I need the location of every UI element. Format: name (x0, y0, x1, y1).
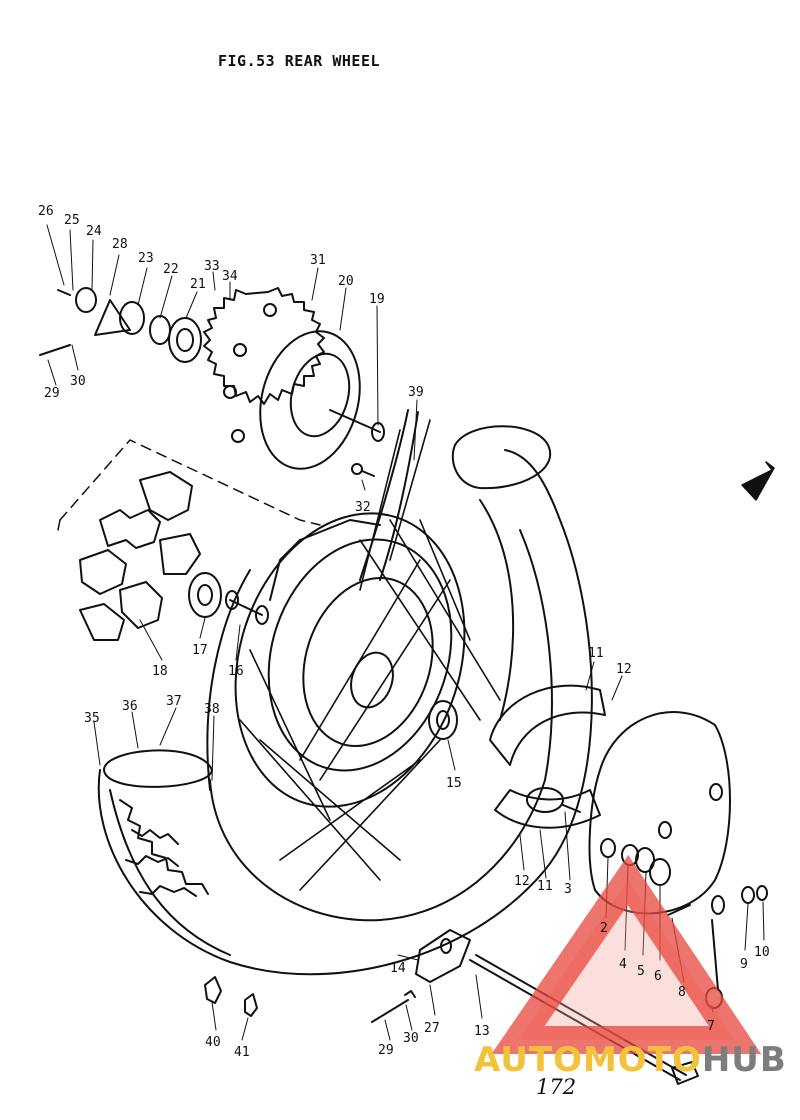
callout-30a: 30 (70, 374, 86, 389)
callout-23: 23 (138, 251, 154, 266)
callout-16: 16 (228, 664, 244, 679)
watermark-wordmark-primary: AUTOMOTO (474, 1040, 702, 1080)
figure-title: FIG.53 REAR WHEEL (218, 52, 381, 70)
callout-28: 28 (112, 237, 128, 252)
callout-40: 40 (205, 1035, 221, 1050)
callout-5: 5 (637, 964, 645, 979)
rear-sprocket (203, 287, 325, 443)
callout-29b: 29 (378, 1043, 394, 1058)
chain-adjuster (371, 929, 471, 1023)
callout-18: 18 (152, 664, 168, 679)
callout-13: 13 (474, 1024, 490, 1039)
watermark-wordmark-secondary: HUB (701, 1040, 787, 1080)
callout-29a: 29 (44, 386, 60, 401)
inner-tube (206, 499, 515, 791)
callout-34: 34 (222, 269, 238, 284)
rear-axle (469, 954, 699, 1085)
callout-10: 10 (754, 945, 770, 960)
callout-9: 9 (740, 957, 748, 972)
callout-11b: 11 (537, 879, 553, 894)
callout-24: 24 (86, 224, 102, 239)
callout-20: 20 (338, 274, 354, 289)
callout-17: 17 (192, 643, 208, 658)
callout-19: 19 (369, 292, 385, 307)
wheel-spokes (239, 419, 501, 891)
callout-14: 14 (390, 961, 406, 976)
direction-arrow-icon (741, 461, 775, 501)
callout-11a: 11 (588, 646, 604, 661)
callout-15: 15 (446, 776, 462, 791)
damper-group-outline (57, 439, 321, 531)
callout-25: 25 (64, 213, 80, 228)
bearing-stack (39, 287, 202, 363)
callout-2: 2 (600, 921, 608, 936)
callout-36: 36 (122, 699, 138, 714)
watermark-wordmark: AUTOMOTOHUB (474, 1040, 787, 1080)
callout-33: 33 (204, 259, 220, 274)
valve-parts (204, 976, 258, 1017)
callout-7: 7 (707, 1019, 715, 1034)
callout-32: 32 (355, 500, 371, 515)
callout-4: 4 (619, 957, 627, 972)
hub-bearing-right (428, 700, 458, 740)
page-number: 172 (536, 1075, 577, 1099)
hub-dampers (79, 471, 201, 641)
callout-30b: 30 (403, 1031, 419, 1046)
callout-12b: 12 (514, 874, 530, 889)
callout-22: 22 (163, 262, 179, 277)
callout-35: 35 (84, 711, 100, 726)
brake-panel (588, 711, 731, 915)
callout-38: 38 (204, 702, 220, 717)
callout-39: 39 (408, 385, 424, 400)
watermark-logo (491, 855, 762, 1054)
callout-41: 41 (234, 1045, 250, 1060)
callout-31: 31 (310, 253, 326, 268)
wheel-hub (234, 512, 466, 808)
callout-27: 27 (424, 1021, 440, 1036)
callout-21: 21 (190, 277, 206, 292)
callout-labels: 26 25 24 28 23 22 21 33 34 31 20 19 39 3… (38, 204, 770, 1060)
callout-6: 6 (654, 969, 662, 984)
callout-12a: 12 (616, 662, 632, 677)
brake-shoes (489, 684, 606, 829)
callout-8: 8 (678, 985, 686, 1000)
callout-26: 26 (38, 204, 54, 219)
callout-37: 37 (166, 694, 182, 709)
callout-3: 3 (564, 882, 572, 897)
